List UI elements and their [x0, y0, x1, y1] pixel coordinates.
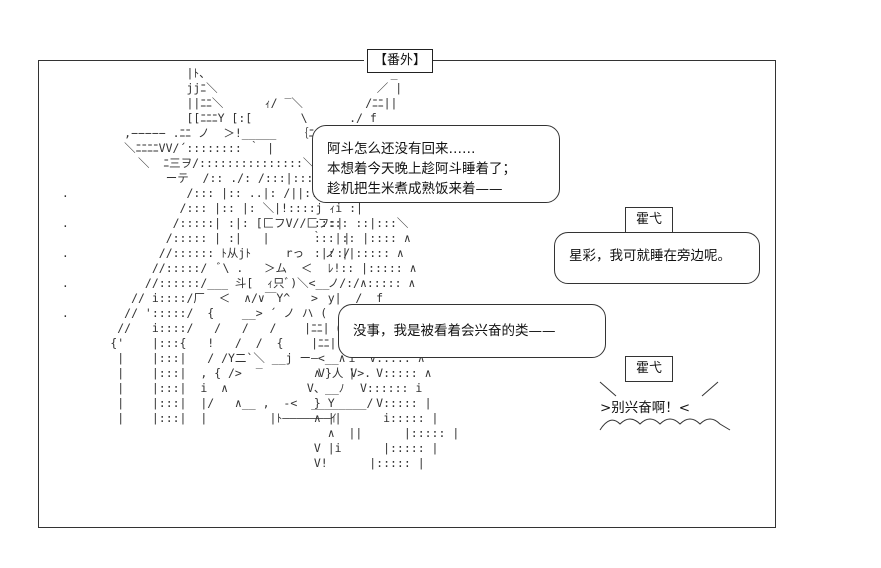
speech-1-line-1: 阿斗怎么还没有回来……: [327, 141, 476, 157]
story-frame: [38, 60, 776, 528]
speech-1-line-3: 趁机把生米煮成熟饭来着——: [327, 181, 503, 197]
character-ascii-art-right: ::::: ::|:::＼ :::|:: |:::: ∧ :|: ||:::::…: [306, 216, 460, 470]
excitement-lines: [599, 381, 731, 431]
chapter-title: 【番外】: [367, 49, 433, 73]
speech-2-text: 星彩，我可就睡在旁边呢。: [569, 248, 731, 264]
speech-bubble-3: 没事，我是被看着会兴奋的类——: [338, 304, 606, 358]
exclaim-text: >别兴奋啊！<: [600, 400, 691, 416]
speech-bubble-1: 阿斗怎么还没有回来…… 本想着今天晚上趁阿斗睡着了； 趁机把生米煮成熟饭来着——: [312, 125, 560, 203]
speech-1-line-2: 本想着今天晚上趁阿斗睡着了；: [327, 161, 516, 177]
frame-lines: [38, 60, 776, 528]
speaker-1-name: 霍弋: [625, 207, 674, 233]
speech-bubble-2: 星彩，我可就睡在旁边呢。: [554, 232, 760, 284]
speaker-2-name: 霍弋: [625, 356, 674, 382]
speech-3-text: 没事，我是被看着会兴奋的类——: [353, 323, 556, 339]
